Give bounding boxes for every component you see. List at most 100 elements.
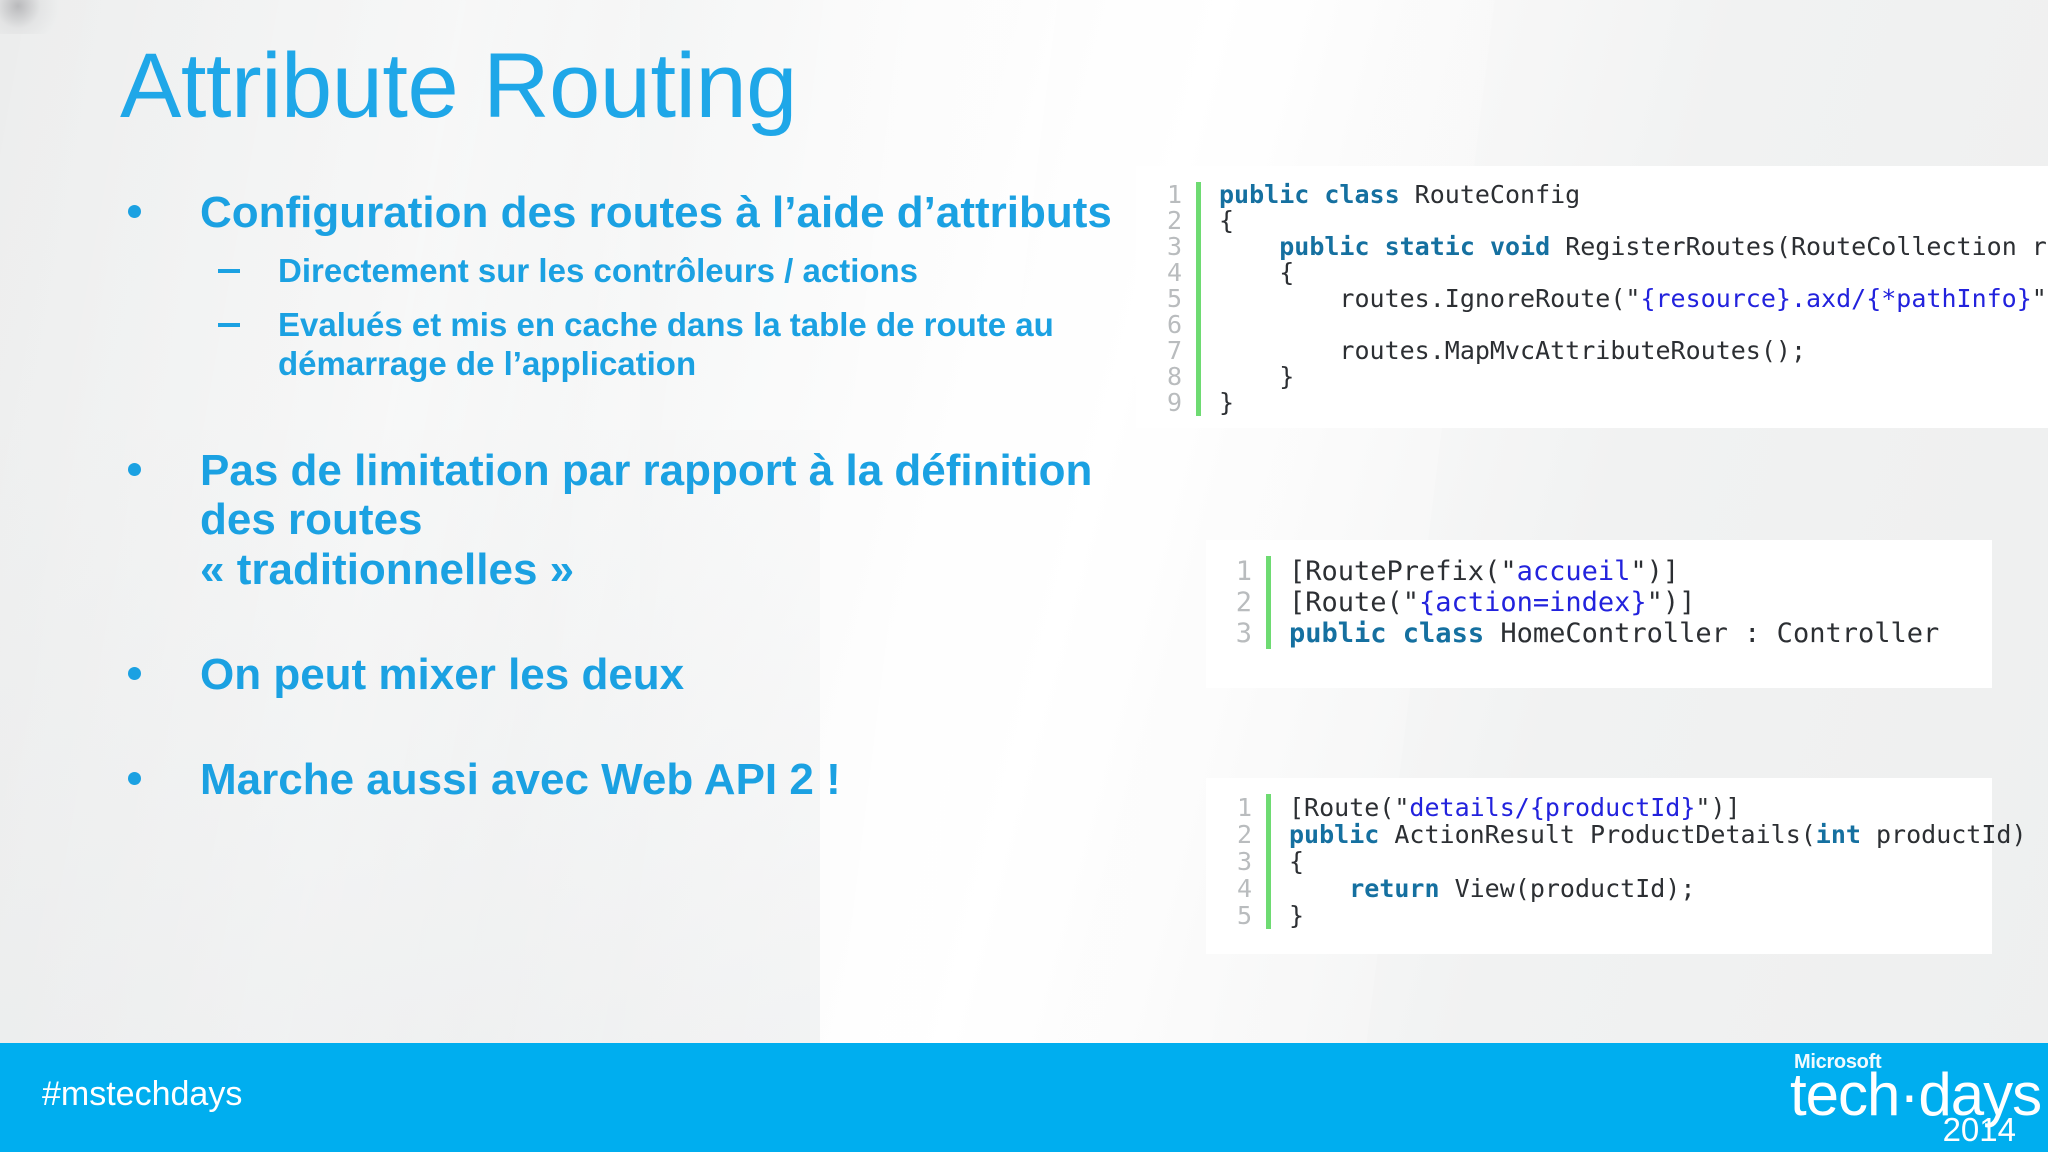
code-line: 8 }: [1148, 364, 2034, 390]
background-sheen-lower: [0, 430, 820, 1050]
code-token-pun: [1289, 874, 1349, 903]
code-text: {: [1219, 208, 2034, 234]
code-token-kw: int: [1815, 820, 1861, 849]
line-number: 3: [1236, 847, 1252, 876]
code-line: 2[Route("{action=index}")]: [1218, 587, 1978, 618]
code-text: return View(productId);: [1289, 875, 1978, 902]
code-text: }: [1219, 364, 2034, 390]
bullet-group-2: Pas de limitation par rapport à la défin…: [110, 446, 1120, 594]
bullet-dot-icon: [128, 462, 141, 476]
code-text: public class RouteConfig: [1219, 182, 2034, 208]
spacer: [110, 699, 1120, 755]
bullet-list: Configuration des routes à l’aide d’attr…: [110, 188, 1120, 804]
code-text: public static void RegisterRoutes(RouteC…: [1219, 234, 2048, 260]
code-gutter-bar: [1266, 556, 1271, 587]
code-line: 4 return View(productId);: [1218, 875, 1978, 902]
code-token-pun: ")]: [1646, 587, 1696, 618]
bullet-label: Pas de limitation par rapport à la défin…: [200, 446, 1093, 594]
spacer: [110, 384, 1120, 446]
code-gutter-bar: [1196, 312, 1201, 338]
code-line: 1 [Route("details/{productId}")]: [1218, 794, 1978, 821]
code-token-pun: routes.MapMvcAttributeRoutes();: [1219, 336, 1806, 365]
logo-microsoft-label: Microsoft: [1794, 1051, 1882, 1073]
code-token-pun: }: [1219, 388, 1235, 417]
code-gutter-bar: [1196, 390, 1201, 416]
code-gutter-bar: [1266, 618, 1271, 649]
code-token-pun: [RoutePrefix(": [1289, 556, 1517, 587]
code-text: public ActionResult ProductDetails(int p…: [1289, 821, 2027, 848]
code-token-str: {resource}.axd/{*pathInfo}: [1640, 284, 2032, 313]
code-line: 1[RoutePrefix("accueil")]: [1218, 556, 1978, 587]
code-token-pun: RouteConfig: [1414, 180, 1581, 209]
code-gutter-bar: [1196, 234, 1201, 260]
bullet-item: Marche aussi avec Web API 2 !: [110, 755, 1120, 804]
line-number: 8: [1166, 362, 1182, 391]
code-token-pun: [Route(": [1289, 587, 1420, 618]
code-block-homecontroller: 1[RoutePrefix("accueil")]2[Route("{actio…: [1206, 540, 1992, 688]
line-number: 5: [1236, 901, 1252, 930]
page-title: Attribute Routing: [120, 35, 797, 137]
code-token-pun: [1219, 232, 1279, 261]
code-line: 3{: [1218, 848, 1978, 875]
bullet-group-4: Marche aussi avec Web API 2 !: [110, 755, 1120, 804]
line-number: 4: [1166, 258, 1182, 287]
bullet-label: On peut mixer les deux: [200, 649, 685, 699]
code-token-pun: View(productId);: [1454, 874, 1696, 903]
line-number: 5: [1166, 284, 1182, 313]
code-text: [Route("details/{productId}")]: [1289, 794, 1978, 821]
line-number: 3: [1235, 618, 1252, 649]
code-token-pun: [Route(": [1289, 793, 1410, 822]
code-token-pun: }: [1289, 901, 1305, 930]
code-line: 5 routes.IgnoreRoute("{resource}.axd/{*p…: [1148, 284, 2048, 313]
code-gutter-bar: [1266, 875, 1271, 902]
code-text: routes.MapMvcAttributeRoutes();: [1219, 338, 2034, 364]
bullet-dash-icon: [218, 323, 240, 327]
sub-bullet-label: Evalués et mis en cache dans la table de…: [278, 305, 1054, 383]
code-line: 5}: [1218, 902, 1978, 929]
line-number: 1: [1236, 793, 1252, 822]
code-token-kw: class: [1402, 618, 1501, 649]
code-line: 9}: [1148, 390, 2034, 416]
code-gutter-bar: [1266, 821, 1271, 848]
code-gutter-bar: [1196, 260, 1201, 286]
code-token-pun: {: [1289, 847, 1305, 876]
line-number: 2: [1166, 206, 1182, 235]
code-token-kw: public: [1219, 180, 1325, 209]
code-token-kw: void: [1489, 232, 1566, 261]
code-gutter-bar: [1266, 848, 1271, 875]
spacer: [110, 594, 1120, 650]
code-token-pun: ")]: [1695, 793, 1741, 822]
event-hashtag: #mstechdays: [42, 1075, 243, 1113]
code-gutter-bar: [1196, 208, 1201, 234]
code-gutter-bar: [1196, 286, 1201, 312]
code-token-str: accueil: [1516, 556, 1631, 587]
sub-bullet-item: Directement sur les contrôleurs / action…: [110, 251, 1120, 291]
sub-bullet-label: Directement sur les contrôleurs / action…: [278, 252, 919, 290]
bullet-item: Pas de limitation par rapport à la défin…: [110, 446, 1120, 594]
code-token-str: {action=index}: [1419, 587, 1647, 618]
code-line: 6: [1148, 312, 2034, 338]
code-token-pun: {: [1219, 206, 1235, 235]
code-text: routes.IgnoreRoute("{resource}.axd/{*pat…: [1219, 286, 2048, 312]
logo-year-label: 2014: [1942, 1111, 2016, 1148]
code-token-kw: static: [1384, 232, 1490, 261]
code-token-kw: public: [1279, 232, 1385, 261]
line-number: 4: [1236, 874, 1252, 903]
code-token-pun: HomeController : Controller: [1500, 618, 1940, 649]
code-text: {: [1219, 260, 2034, 286]
logo-techdays-label: tech·days: [1790, 1061, 2042, 1128]
code-gutter-bar: [1196, 338, 1201, 364]
code-gutter-bar: [1196, 182, 1201, 208]
bullet-group-1: Configuration des routes à l’aide d’attr…: [110, 188, 1120, 384]
code-token-str: details/{productId}: [1409, 793, 1696, 822]
bullet-dot-icon: [128, 771, 141, 785]
code-line: 3 public static void RegisterRoutes(Rout…: [1148, 234, 2048, 260]
code-gutter-bar: [1196, 364, 1201, 390]
code-token-pun: }: [1219, 362, 1295, 391]
